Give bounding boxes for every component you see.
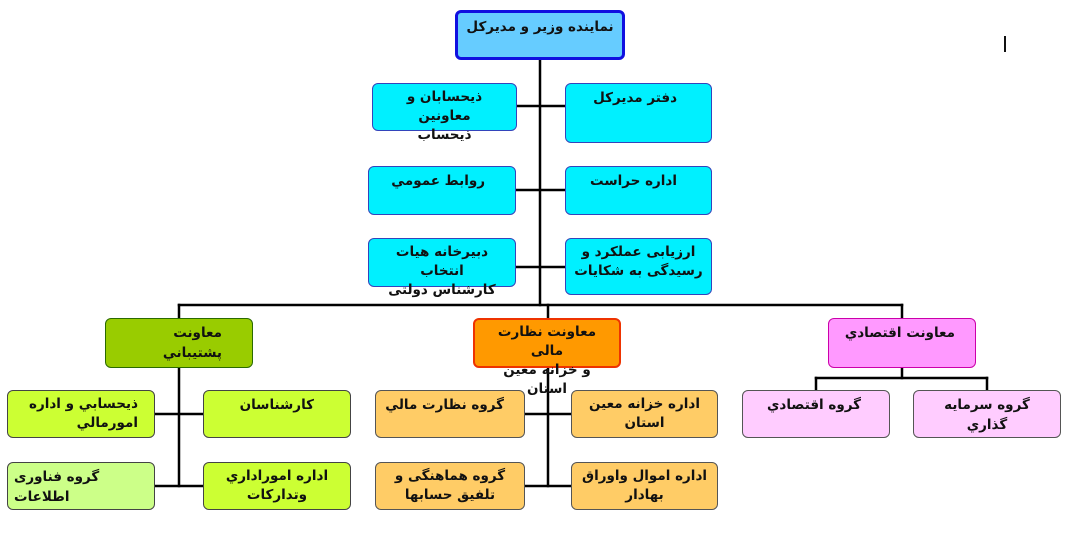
treasury-box: اداره خزانه معين استان: [571, 390, 718, 438]
assets-securities-box: اداره اموال واوراق بهادار: [571, 462, 718, 510]
selection-board-box: دبيرخانه هيات انتخاب کارشناس دولتی: [368, 238, 516, 298]
security-box: اداره حراست: [565, 166, 712, 215]
accountants-box: ذیحسابان و معاونین ذیحساب: [372, 83, 517, 143]
deputy-economic-box: معاونت اقتصادي: [828, 318, 976, 368]
office-dg-box: دفتر مدیرکل: [565, 83, 712, 143]
investment-box: گروه سرمايه گذاري: [913, 390, 1061, 438]
economic-group-box: گروه اقتصادي: [742, 390, 890, 438]
deputy-finance-box: معاونت نظارت مالی و خزانه معين استان: [473, 318, 621, 397]
admin-procurement-box: اداره اموراداري وتداركات: [203, 462, 351, 510]
public-relations-box: روابط عمومي: [368, 166, 516, 215]
accounting-finance-box: ذيحسابي و اداره امورمالي: [7, 390, 155, 438]
coordination-box: گروه هماهنگی و تلفيق حسابها: [375, 462, 525, 510]
it-group-box: گروه فناوری اطلاعات: [7, 462, 155, 510]
experts-box: کارشناسان: [203, 390, 351, 438]
financial-oversight-box: گروه نظارت مالي: [375, 390, 525, 438]
evaluation-box: ارزيابی عملکرد و رسيدگی به شکايات: [565, 238, 712, 295]
deputy-support-box: معاونت پشتيباني: [105, 318, 253, 368]
head-box: نماینده وزیر و مدیرکل: [455, 10, 625, 60]
page-mark: [1004, 36, 1006, 52]
